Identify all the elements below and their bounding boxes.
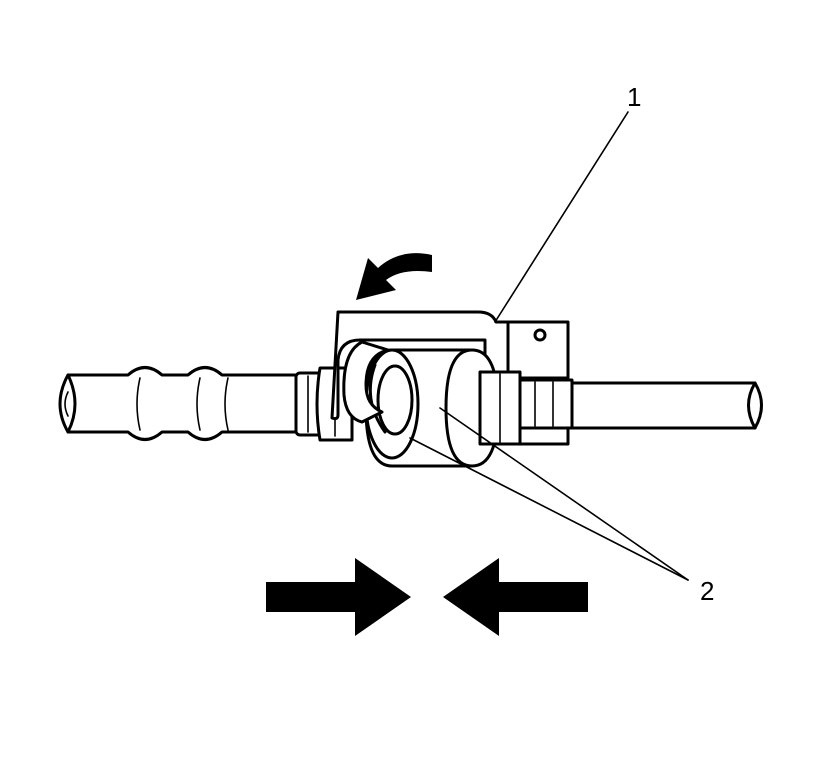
arrow-left-icon bbox=[443, 558, 588, 636]
right-tube bbox=[558, 381, 763, 430]
quick-connect-fitting bbox=[364, 348, 522, 468]
curved-arrow-icon bbox=[356, 253, 432, 300]
leader-lines bbox=[409, 111, 689, 581]
left-tube bbox=[58, 366, 302, 441]
callout-1-label: 1 bbox=[627, 82, 641, 112]
callout-2-label: 2 bbox=[700, 576, 714, 606]
tool-hook bbox=[342, 340, 390, 424]
arrow-right-icon bbox=[266, 558, 411, 636]
